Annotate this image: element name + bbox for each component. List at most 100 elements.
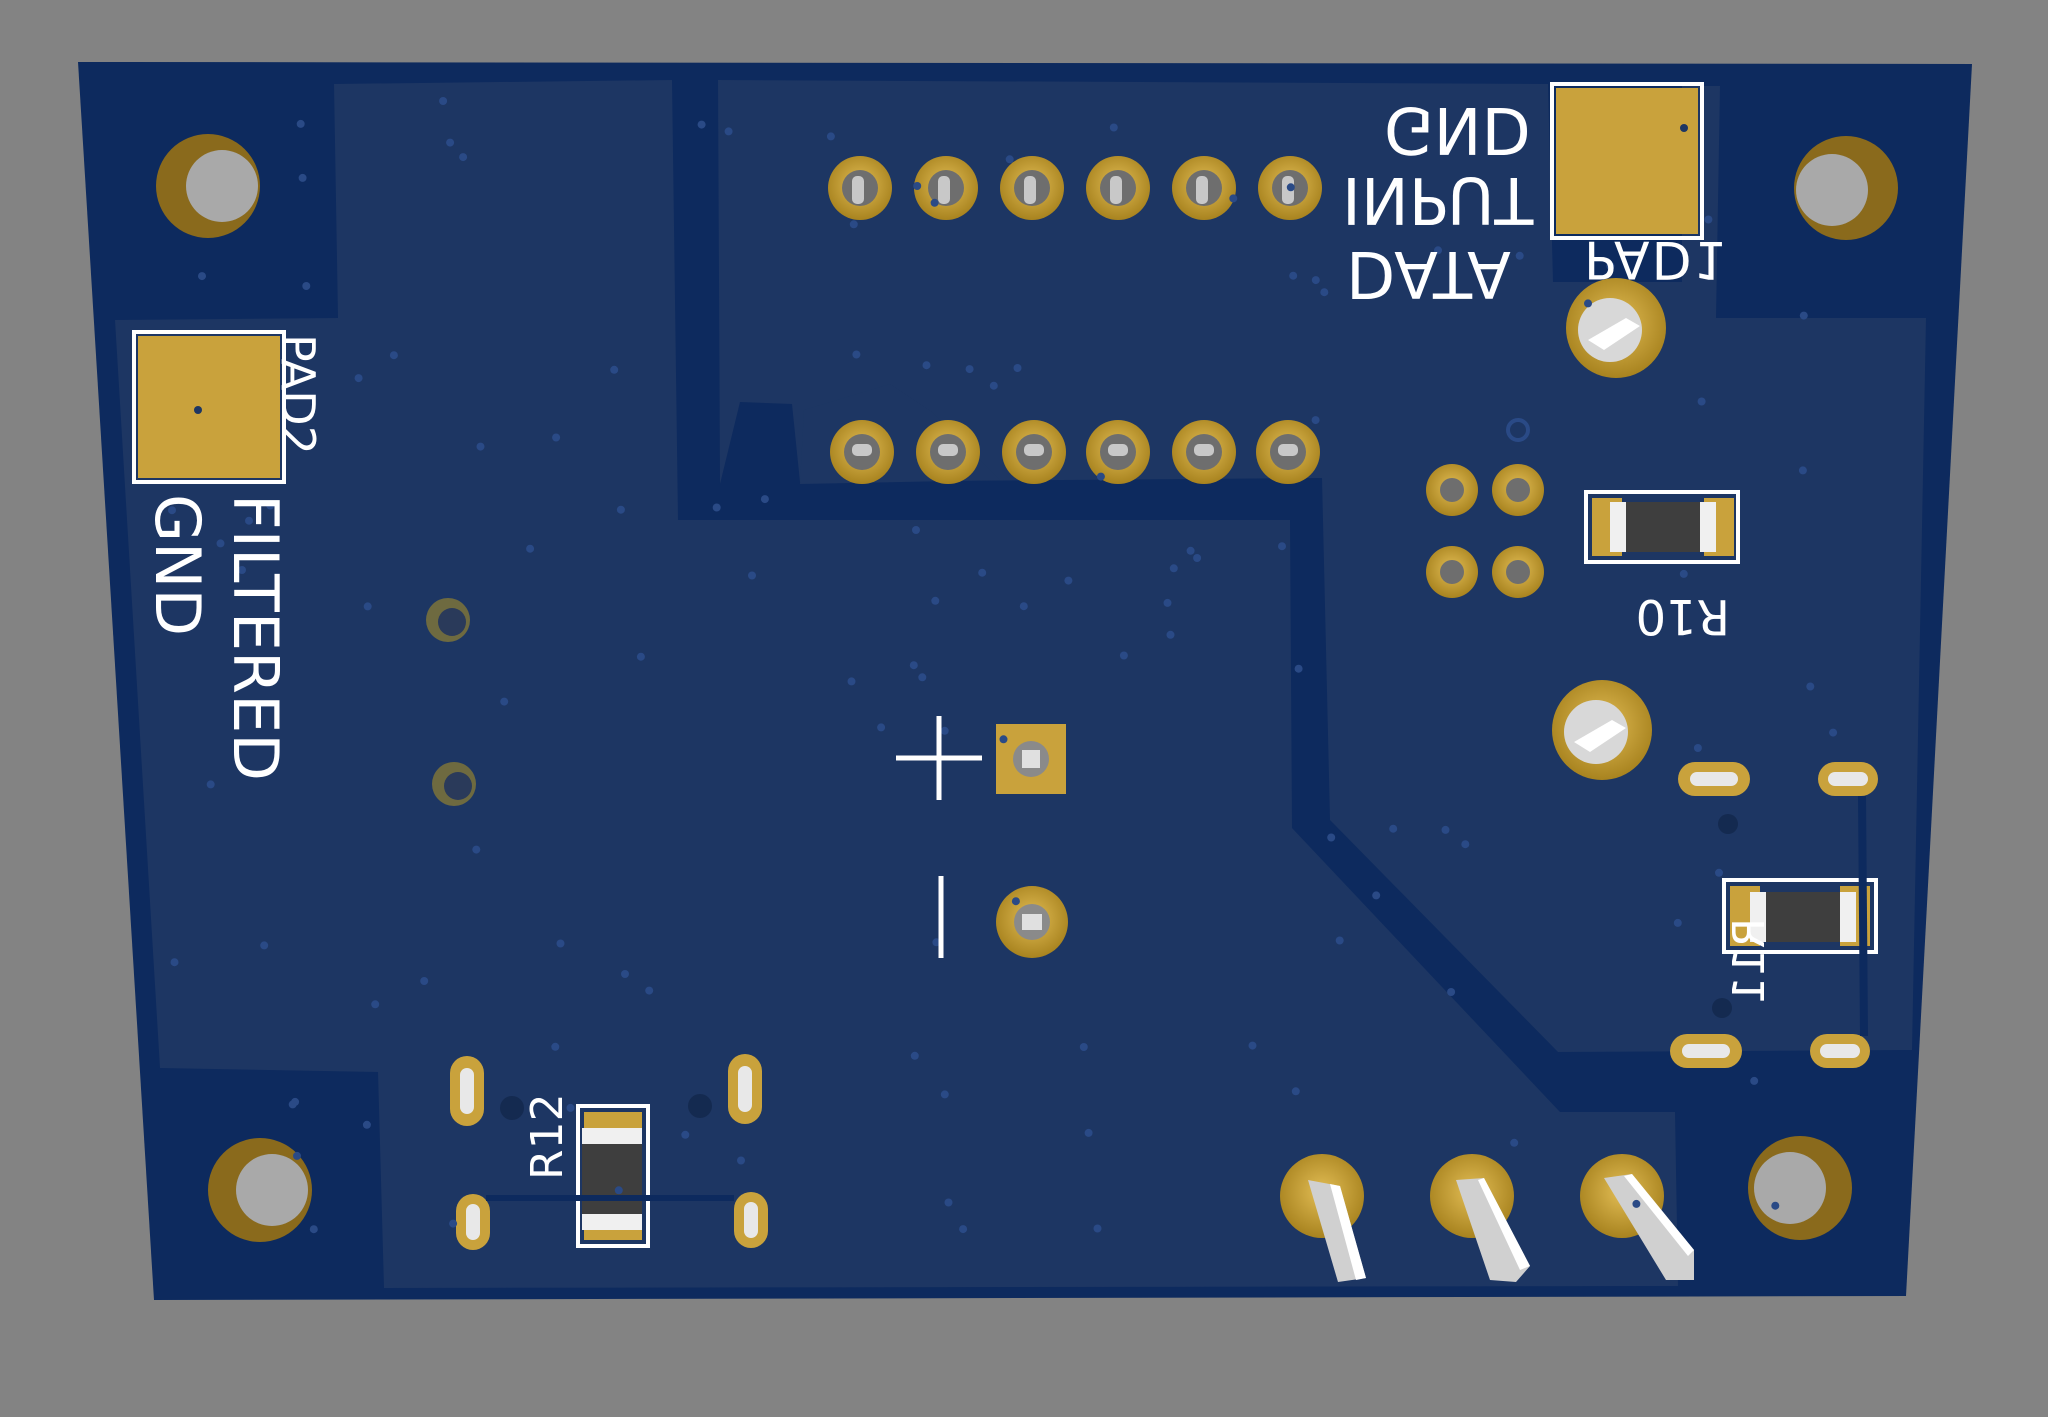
via-dot — [724, 127, 733, 136]
via-dot — [1096, 472, 1105, 481]
via-dot — [168, 506, 176, 515]
via-dot — [420, 977, 429, 985]
through-hole-pad-icon — [1430, 1154, 1530, 1282]
via-dot — [959, 1225, 968, 1234]
pad1-label-line2: INPUT — [1342, 162, 1534, 236]
via-dot — [1806, 682, 1815, 691]
via-dot — [1011, 897, 1020, 906]
via-dot — [912, 526, 920, 534]
via-dot — [296, 119, 305, 128]
oval-pads-r11 — [1670, 762, 1878, 1068]
via-dot — [500, 697, 509, 706]
via-dot — [1005, 155, 1014, 164]
through-hole-pad-icon — [1086, 420, 1150, 484]
via-dot — [552, 433, 561, 442]
silk-plus-symbol — [896, 716, 982, 800]
via-dot — [260, 941, 269, 950]
via-dot — [930, 198, 939, 207]
via-dot — [1441, 825, 1450, 834]
via-dot — [1704, 215, 1713, 224]
via-dot — [978, 568, 987, 577]
via-dot — [1109, 123, 1118, 132]
via-dot — [877, 723, 886, 732]
via-dot — [389, 351, 398, 360]
via-dot — [944, 1198, 953, 1207]
via-dot — [198, 272, 206, 281]
via-dot — [238, 566, 246, 574]
via-dot — [1335, 936, 1344, 945]
via-dot — [1829, 728, 1838, 737]
via-dot — [1771, 1201, 1780, 1210]
via-dot — [1013, 364, 1022, 372]
via-dot — [760, 495, 769, 504]
via-dot — [309, 1225, 318, 1234]
via-dot — [940, 1090, 949, 1099]
via-dot — [526, 544, 535, 553]
mounting-hole-icon — [156, 134, 260, 238]
pad2-label-line1: FILTERED — [219, 494, 292, 781]
via-dot — [1632, 1199, 1641, 1208]
via-dot — [1286, 183, 1295, 192]
small-pad-cluster — [1426, 418, 1544, 598]
pad2-smd-pad — [132, 330, 286, 484]
r11-ref-label: R11 — [1724, 918, 1775, 1005]
via-dot — [645, 986, 654, 995]
via-dot — [697, 120, 706, 129]
via-dot — [621, 970, 629, 978]
via-dot — [616, 505, 625, 514]
through-hole-pad-icon — [1256, 420, 1320, 484]
through-hole-pad-icon — [1566, 278, 1666, 378]
bottom-connector-pins — [1280, 1154, 1694, 1282]
through-hole-pad-icon — [1002, 420, 1066, 484]
via-dots — [168, 97, 1838, 1234]
pad1-smd-pad — [1550, 82, 1704, 240]
via-dot — [266, 501, 275, 510]
via-dot — [1119, 651, 1128, 660]
via-dot — [476, 442, 485, 451]
via-dot — [556, 939, 565, 948]
via-dot — [170, 958, 179, 967]
via-dot — [363, 602, 372, 611]
via-dot — [1697, 397, 1706, 406]
via-dot — [1389, 824, 1398, 833]
via-dot — [354, 374, 363, 383]
pad2-ref-label: PAD2 — [271, 334, 325, 455]
via-dot — [847, 677, 856, 686]
via-dot — [922, 361, 931, 370]
via-dot — [1019, 602, 1028, 611]
via-dot — [1515, 251, 1524, 260]
via-dot — [1311, 276, 1320, 285]
via-dot — [1093, 1224, 1102, 1233]
via-dot — [1229, 194, 1238, 203]
via-dot — [1606, 262, 1615, 270]
via-dot — [918, 673, 927, 682]
via-dot — [1064, 576, 1073, 585]
pad1-label-line1: GND — [1384, 92, 1531, 166]
via-dot — [1248, 1041, 1257, 1050]
via-dot — [302, 282, 311, 290]
through-hole-pad-icon — [914, 156, 978, 220]
via-dot — [1679, 569, 1688, 578]
via-dot — [826, 132, 835, 141]
header-pins-top-row — [828, 156, 1322, 220]
through-hole-pad-icon — [828, 156, 892, 220]
via-dot — [913, 182, 922, 190]
via-dot — [940, 726, 949, 735]
via-dot — [1163, 598, 1172, 607]
through-hole-pad-icon — [1000, 156, 1064, 220]
smd-resistor-icon — [1584, 490, 1740, 564]
via-dot — [1673, 918, 1682, 927]
via-dot — [1327, 833, 1336, 842]
via-dot — [245, 516, 253, 525]
via-dot — [1372, 891, 1381, 900]
via-dot — [1715, 868, 1723, 877]
pad1-ref-label: PAD1 — [1584, 229, 1729, 289]
via-dot — [1291, 1087, 1300, 1096]
via-dot — [1169, 564, 1178, 573]
via-dot — [1693, 744, 1702, 752]
mounting-hole-icon — [1748, 1136, 1852, 1240]
via-dot — [1193, 554, 1202, 562]
through-hole-pad-icon — [1280, 1154, 1366, 1282]
via-dot — [1084, 1128, 1093, 1137]
